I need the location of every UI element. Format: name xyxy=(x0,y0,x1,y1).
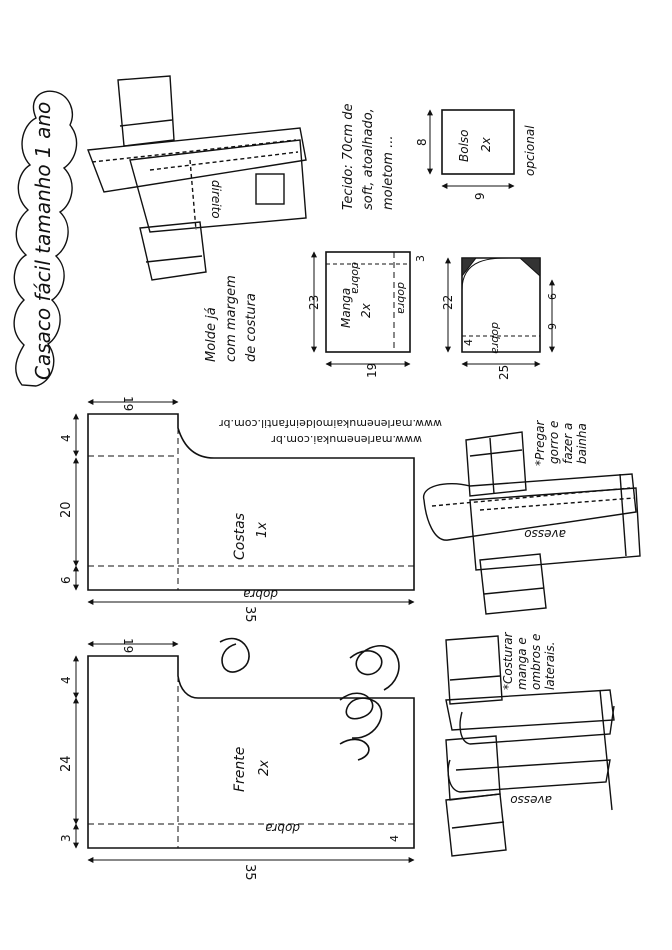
costas-height: 20 xyxy=(59,501,74,518)
piece-manga: Manga 2x dobra dobra 23 19 3 xyxy=(307,251,427,378)
costas-width: 35 xyxy=(242,606,257,623)
fabric-note: Tecido: 70cm de soft, atoalhado, moletom… xyxy=(341,103,396,210)
hem-note: *Pregar gorro e fazer a bainha xyxy=(533,419,589,466)
capuz-fold: dobra xyxy=(489,322,502,354)
fabric-note-line-3: moletom ... xyxy=(381,136,396,210)
jacket-back-view xyxy=(423,431,641,615)
costas-neck-h: 4 xyxy=(59,434,73,442)
piece-costas: Costas 1x dobra 19 35 20 4 6 xyxy=(59,396,415,623)
capuz-height: 22 xyxy=(441,295,455,310)
frente-corner: 4 xyxy=(388,835,401,842)
piece-capuz: dobra 22 25 6 9 4 xyxy=(441,257,559,380)
costas-name: Costas xyxy=(232,513,248,560)
signature xyxy=(219,637,400,761)
costas-fold: dobra xyxy=(243,587,278,601)
frente-neck-h: 4 xyxy=(59,676,73,684)
manga-width: 19 xyxy=(365,363,379,378)
front-view-label: direito xyxy=(209,180,223,219)
sew-note: *Costurar manga e ombros e laterais. xyxy=(501,631,557,690)
manga-fold-right: dobra xyxy=(395,282,408,314)
fabric-note-line-2: soft, atoalhado, xyxy=(361,108,376,210)
sew-note-line-1: *Costurar xyxy=(501,631,515,690)
mold-note-line-2: com margem xyxy=(224,275,239,362)
jacket-inside-view xyxy=(445,635,615,857)
manga-height: 23 xyxy=(307,295,321,310)
inside-view-label: avesso xyxy=(510,793,552,807)
capuz-width: 25 xyxy=(497,365,511,380)
piece-frente: Frente 2x dobra 19 35 24 4 3 4 xyxy=(59,638,415,881)
piece-bolso: Bolso 2x 8 9 opcional xyxy=(415,109,537,200)
manga-fold-top: dobra xyxy=(349,262,362,294)
website-2: www.marlenemukaimoldeinfantil.com.br xyxy=(219,417,442,430)
capuz-b: 9 xyxy=(546,323,559,330)
sew-note-line-2: manga e xyxy=(515,637,529,690)
frente-fold: dobra xyxy=(265,821,300,835)
bolso-name: Bolso xyxy=(457,129,471,162)
hem-note-line-1: *Pregar xyxy=(533,419,547,466)
bolso-note: opcional xyxy=(523,125,537,176)
bolso-qty: 2x xyxy=(479,136,493,152)
back-view-label: avesso xyxy=(524,527,566,541)
sew-note-line-4: laterais. xyxy=(543,642,557,690)
sew-note-line-3: ombros e xyxy=(529,634,543,690)
capuz-c: 4 xyxy=(462,339,475,346)
costas-bottom: 6 xyxy=(59,576,73,584)
bolso-width: 9 xyxy=(473,192,487,200)
hem-note-line-3: fazer a xyxy=(561,423,575,464)
hem-note-line-2: gorro e xyxy=(547,421,561,464)
costas-qty: 1x xyxy=(255,522,270,538)
fabric-note-line-1: Tecido: 70cm de xyxy=(341,103,356,210)
bolso-height: 8 xyxy=(415,138,429,146)
website-1: www.marlenemukai.com.br xyxy=(271,433,422,446)
mold-note-line-1: Molde já xyxy=(204,307,219,362)
manga-qty: 2x xyxy=(359,302,373,318)
jacket-front-view xyxy=(87,75,307,281)
manga-name: Manga xyxy=(339,288,353,328)
frente-neck-w: 19 xyxy=(121,638,135,653)
hem-note-line-4: bainha xyxy=(575,423,589,464)
page-title: Casaco fácil tamanho 1 ano xyxy=(31,102,55,380)
frente-name: Frente xyxy=(232,747,248,792)
mold-note-line-3: de costura xyxy=(244,293,259,362)
costas-neck-w: 19 xyxy=(121,396,135,411)
frente-height: 24 xyxy=(59,755,74,772)
title-cloud xyxy=(13,90,78,387)
manga-top: 3 xyxy=(414,255,427,262)
frente-width: 35 xyxy=(242,864,257,881)
capuz-a: 6 xyxy=(546,293,559,300)
frente-qty: 2x xyxy=(257,760,272,776)
mold-note: Molde já com margem de costura xyxy=(204,275,259,362)
frente-bottom: 3 xyxy=(59,834,73,842)
